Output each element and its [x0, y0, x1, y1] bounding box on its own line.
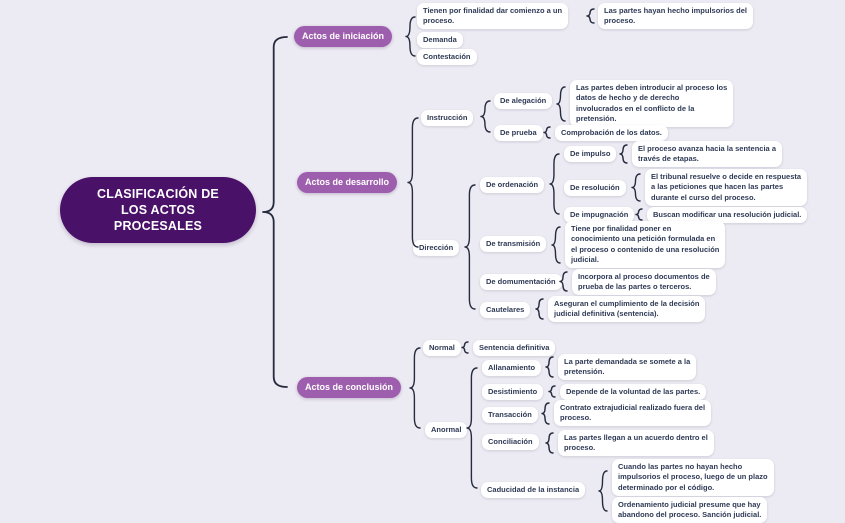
node-de-alegacion[interactable]: De alegación [494, 93, 553, 109]
node-de-impugnacion[interactable]: De impugnación [564, 207, 635, 223]
brace-transaccion [541, 402, 550, 425]
node-de-ordenacion[interactable]: De ordenación [480, 177, 545, 193]
brace-conclusion [409, 347, 421, 429]
brace-iniciacion-sub [586, 8, 595, 24]
brace-cautelares [535, 298, 544, 320]
node-de-impulso[interactable]: De impulso [564, 146, 617, 162]
note-resolucion[interactable]: El tribunal resuelve o decide en respues… [645, 169, 808, 206]
brace-caducidad [598, 470, 608, 512]
brace-anormal [466, 367, 478, 489]
note-comprobacion[interactable]: Comprobación de los datos. [555, 125, 668, 141]
brace-resolucion [631, 173, 641, 202]
brace-prueba [543, 126, 551, 139]
brace-impulso [619, 144, 628, 164]
note-transaccion[interactable]: Contrato extrajudicial realizado fuera d… [554, 400, 712, 426]
node-de-domumentacion[interactable]: De domumentación [480, 274, 562, 290]
note-conciliacion[interactable]: Las partes llegan a un acuerdo dentro el… [558, 430, 714, 456]
node-desistimiento[interactable]: Desistimiento [482, 384, 544, 400]
brace-normal [461, 341, 469, 354]
root-node[interactable]: CLASIFICACIÓN DE LOS ACTOS PROCESALES [60, 177, 256, 243]
brace-ordenacion [549, 153, 560, 215]
brace-instruccion [480, 100, 491, 133]
note-alegacion[interactable]: Las partes deben introducir al proceso l… [570, 80, 734, 127]
brace-allanamiento [545, 356, 554, 378]
node-conciliacion[interactable]: Conciliación [482, 434, 539, 450]
node-direccion[interactable]: Dirección [413, 240, 460, 256]
note-sentencia-definitiva[interactable]: Sentencia definitiva [473, 340, 556, 356]
brace-desistimiento [548, 385, 556, 398]
node-normal[interactable]: Normal [423, 340, 461, 356]
branch-pill-conclusion[interactable]: Actos de conclusión [297, 377, 402, 398]
node-caducidad-instancia[interactable]: Caducidad de la instancia [481, 482, 586, 498]
node-transaccion[interactable]: Transacción [482, 407, 538, 423]
brace-impugnacion [635, 208, 643, 221]
note-desistimiento[interactable]: Depende de la voluntad de las partes. [560, 384, 707, 400]
brace-domumentacion [559, 271, 568, 292]
brace-iniciacion [405, 16, 416, 57]
brace-desarrollo [407, 117, 419, 248]
brace-alegacion [556, 86, 566, 122]
node-de-resolucion[interactable]: De resolución [564, 180, 626, 196]
brace-direccion [464, 184, 476, 310]
brace-transmision [551, 226, 561, 264]
note-caducidad-2[interactable]: Ordenamiento judicial presume que hay ab… [612, 497, 768, 523]
brace-conciliacion [545, 432, 554, 454]
note-impugnacion[interactable]: Buscan modificar una resolución judicial… [647, 207, 808, 223]
branch-pill-desarrollo[interactable]: Actos de desarrollo [297, 172, 398, 193]
note-caducidad-1[interactable]: Cuando las partes no hayan hecho impulso… [612, 459, 774, 496]
node-allanamiento[interactable]: Allanamiento [482, 360, 542, 376]
note-impulso[interactable]: El proceso avanza hacia la sentencia a t… [632, 141, 782, 167]
node-demanda[interactable]: Demanda [417, 32, 463, 48]
node-contestacion[interactable]: Contestación [417, 49, 477, 65]
note-allanamiento[interactable]: La parte demandada se somete a la preten… [558, 354, 697, 380]
branch-pill-iniciacion[interactable]: Actos de iniciación [294, 26, 393, 47]
node-de-prueba[interactable]: De prueba [494, 125, 543, 141]
node-instruccion[interactable]: Instrucción [421, 110, 474, 126]
node-de-transmision[interactable]: De transmisión [480, 236, 547, 252]
note-domumentacion[interactable]: Incorpora al proceso documentos de prueb… [572, 269, 716, 295]
note-cautelares[interactable]: Aseguran el cumplimiento de la decisión … [548, 296, 706, 322]
brace-root [262, 36, 288, 388]
node-iniciacion-finalidad[interactable]: Tienen por finalidad dar comienzo a un p… [417, 3, 569, 29]
node-iniciacion-impulsorios[interactable]: Las partes hayan hecho impulsorios del p… [598, 3, 753, 29]
node-cautelares[interactable]: Cautelares [480, 302, 531, 318]
note-transmision[interactable]: Tiene por finalidad poner en conocimient… [565, 221, 726, 268]
node-anormal[interactable]: Anormal [425, 422, 468, 438]
